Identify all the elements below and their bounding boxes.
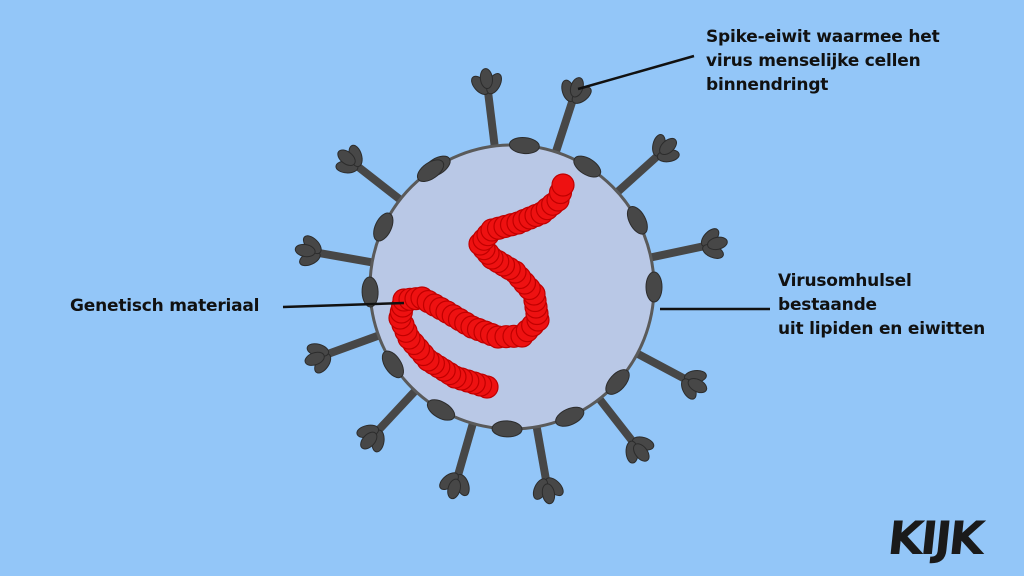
spike-label-line-3: binnendringt [706,75,829,95]
spike-head-lobe [569,77,584,98]
kijk-logo: KIJK [885,511,985,565]
membrane-protein [555,406,585,427]
membrane-protein [491,420,523,438]
envelope-label-line-3: uit lipiden en eiwitten [778,319,986,339]
genetic-label-line-1: Genetisch materiaal [70,296,260,316]
spike-stalk [550,95,578,159]
spike-head-lobe [633,443,650,462]
spike-stalk [351,160,408,207]
spike-stalk [453,416,479,481]
spike-protein [630,347,708,400]
membrane-protein [416,159,445,182]
spike-head-lobe [447,478,462,500]
spike-protein [644,228,728,263]
spike-stalk [314,248,379,268]
spike-head-lobe [541,483,556,505]
spike-protein-label: Spike-eiwit waarmee het virus menselijke… [706,25,940,97]
spike-protein [471,68,502,153]
genetic-material-label: Genetisch materiaal [70,294,260,318]
envelope-label-line-2: bestaande [778,295,877,315]
spike-stalk [531,420,551,485]
spike-stalk [483,88,500,153]
spike-stalk [372,383,423,436]
spike-stalk [592,391,639,448]
membrane-protein [573,155,602,178]
spike-head-lobe [479,68,493,90]
spike-protein [356,383,423,453]
membrane-protein [381,350,404,379]
membrane-protein [361,276,379,308]
spike-label-line-1: Spike-eiwit waarmee het [706,27,940,47]
envelope-label-line-1: Virusomhulsel [778,271,912,291]
spike-head-lobe [707,236,728,251]
spike-head-lobe [304,351,325,366]
membrane-protein [508,136,540,155]
membrane-protein [605,369,630,395]
membrane-protein [373,212,394,242]
membrane-protein [426,399,456,421]
spike-proteins [294,68,728,505]
membrane-protein [645,271,663,303]
rna-segment [551,173,575,197]
callout-lines [282,54,770,311]
spike-protein [304,329,386,374]
spike-head-lobe [337,149,356,166]
envelope-label: Virusomhulsel bestaande uit lipiden en e… [778,269,985,341]
spike-head-lobe [687,378,708,394]
membrane-protein [626,206,648,235]
spike-head-lobe [360,431,378,450]
spike-label-line-2: virus menselijke cellen [706,51,921,71]
spike-stalk [610,150,664,199]
spike-protein [592,391,655,464]
genetic-material-strand [388,173,575,399]
envelope-proteins [361,136,663,438]
spike-protein [439,416,479,500]
spike-head-lobe [659,137,678,156]
spike-stalk [322,329,386,360]
spike-protein [335,144,408,207]
spike-stalk [644,241,709,263]
spike-protein [550,77,592,159]
spike-head-lobe [294,243,316,258]
spike-callout-line [577,54,695,91]
spike-protein [610,133,680,199]
genetic-callout-line [282,301,405,309]
spike-protein [294,235,379,268]
spike-protein [531,420,564,505]
spike-stalk [630,347,691,385]
